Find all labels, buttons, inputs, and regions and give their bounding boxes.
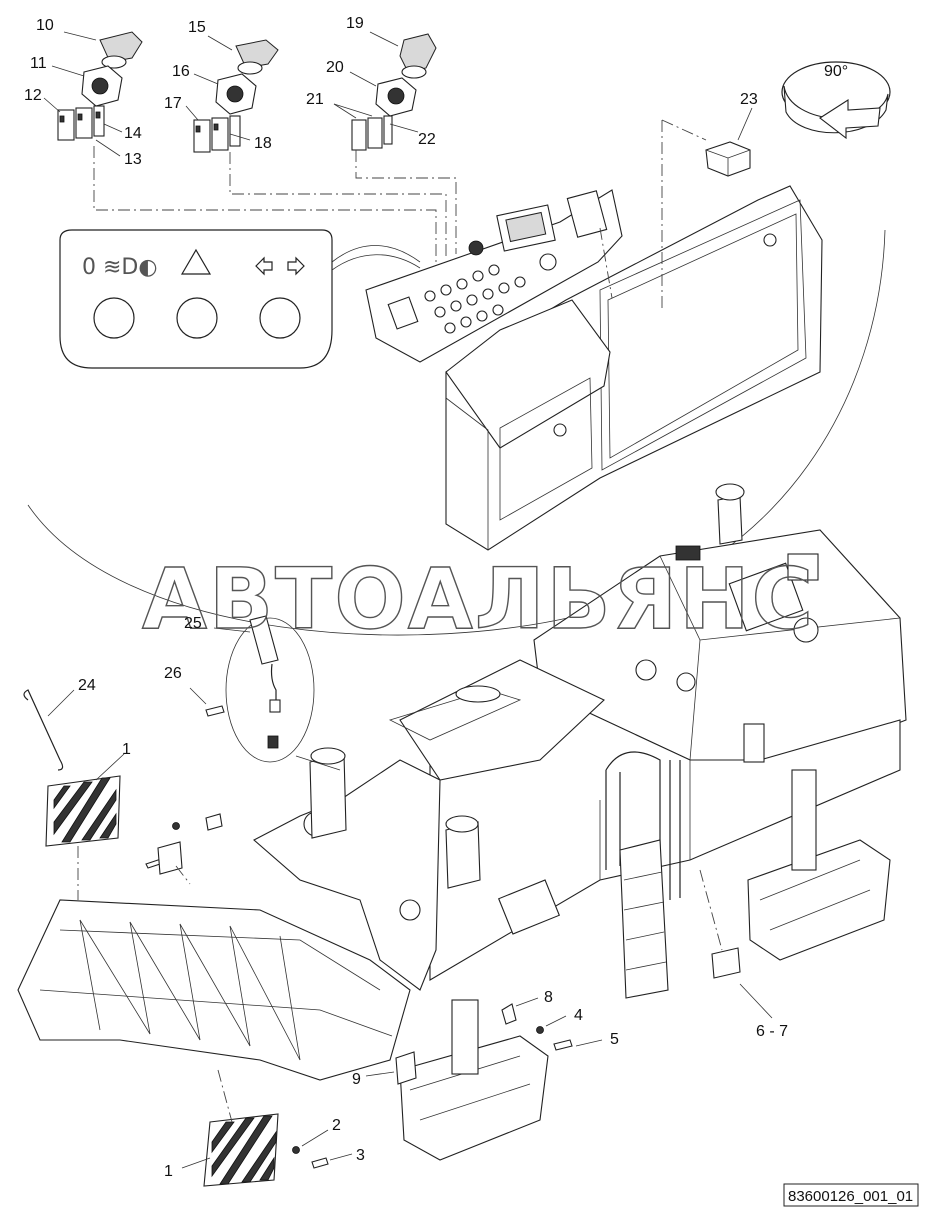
turn-signal-icon (255, 256, 305, 276)
callout-6-7: 6 - 7 (756, 1023, 788, 1040)
panel-button-lights (93, 297, 135, 339)
warning-stripe-label-upper (45, 775, 121, 847)
control-panel (365, 189, 623, 363)
document-id: 83600126_001_01 (783, 1183, 919, 1207)
relay-part (705, 141, 751, 177)
callout-19: 19 (346, 15, 364, 32)
switch-group-middle (193, 39, 279, 153)
switch-group-left (57, 31, 143, 141)
callout-18: 18 (254, 135, 272, 152)
svg-text:0 ≋D◐: 0 ≋D◐ (82, 255, 158, 280)
callout-11: 11 (30, 55, 47, 72)
callout-1-upper: 1 (122, 741, 131, 758)
callout-3: 3 (356, 1147, 365, 1164)
callout-4: 4 (574, 1007, 583, 1024)
callout-1-lower: 1 (164, 1163, 173, 1180)
hazard-warning-icon (180, 248, 212, 275)
washer (172, 822, 180, 830)
callout-24: 24 (78, 677, 96, 694)
callout-15: 15 (188, 19, 206, 36)
callout-8: 8 (544, 989, 553, 1006)
button-label-panel: 0 ≋D◐ (59, 229, 333, 369)
watermark: АВТОАЛЬЯНС (142, 550, 815, 648)
small-decal (711, 947, 741, 979)
callout-17: 17 (164, 95, 182, 112)
callout-21: 21 (306, 91, 324, 108)
callout-5: 5 (610, 1031, 619, 1048)
callout-10: 10 (36, 17, 54, 34)
cable-assembly (225, 615, 315, 763)
cab-enclosure (445, 185, 823, 551)
warning-stripe-label-lower (203, 1113, 279, 1187)
panel-button-indicator (259, 297, 301, 339)
callout-9: 9 (352, 1071, 361, 1088)
callout-13: 13 (124, 151, 142, 168)
rotation-90-icon: 90° (781, 61, 891, 140)
callout-20: 20 (326, 59, 344, 76)
switch-group-right (351, 33, 437, 151)
callout-12: 12 (24, 87, 42, 104)
callout-26: 26 (164, 665, 182, 682)
callout-25: 25 (184, 615, 202, 632)
callout-14: 14 (124, 125, 142, 142)
callout-22: 22 (418, 131, 436, 148)
callout-2: 2 (332, 1117, 341, 1134)
callout-23: 23 (740, 91, 758, 108)
machine-body (17, 483, 907, 1161)
callout-labels: 10 11 12 14 13 15 16 17 18 19 20 21 22 2… (24, 15, 788, 1180)
document-id-text: 83600126_001_01 (788, 1188, 913, 1205)
rotation-label: 90° (824, 63, 848, 80)
tension-spring (23, 689, 64, 771)
callout-16: 16 (172, 63, 190, 80)
panel-button-hazard (176, 297, 218, 339)
